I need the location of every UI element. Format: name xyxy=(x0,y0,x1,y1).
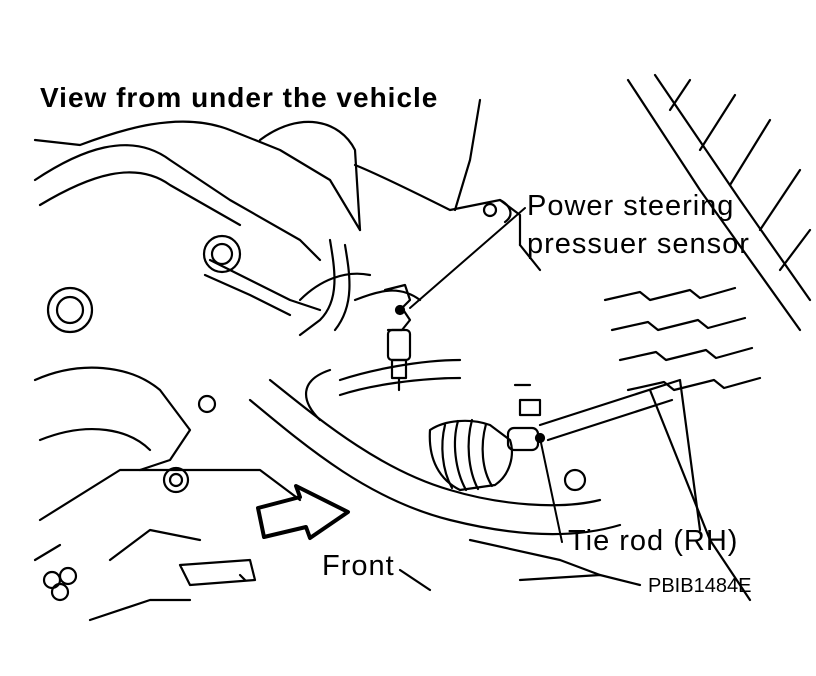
pressure-sensor xyxy=(383,283,412,392)
tie-rod-label: Tie rod (RH) xyxy=(568,525,739,557)
steering-boot xyxy=(428,383,546,492)
front-label: Front xyxy=(322,550,395,582)
sensor-label-line1: Power steering xyxy=(527,190,735,222)
leader-lines xyxy=(409,207,563,543)
pipe-assembly xyxy=(248,358,622,536)
sensor-label-line2: pressuer sensor xyxy=(527,228,750,260)
bolts xyxy=(42,202,587,602)
frame-contours xyxy=(33,98,542,272)
body-panel-lines xyxy=(626,73,812,332)
front-arrow-icon xyxy=(256,484,350,540)
lower-structure xyxy=(33,366,642,622)
figure-title: View from under the vehicle xyxy=(40,82,439,113)
tie-rod-bar xyxy=(538,378,752,602)
figure-code: PBIB1484E xyxy=(648,575,752,597)
hoses xyxy=(203,238,422,337)
rib-pattern xyxy=(603,286,762,392)
